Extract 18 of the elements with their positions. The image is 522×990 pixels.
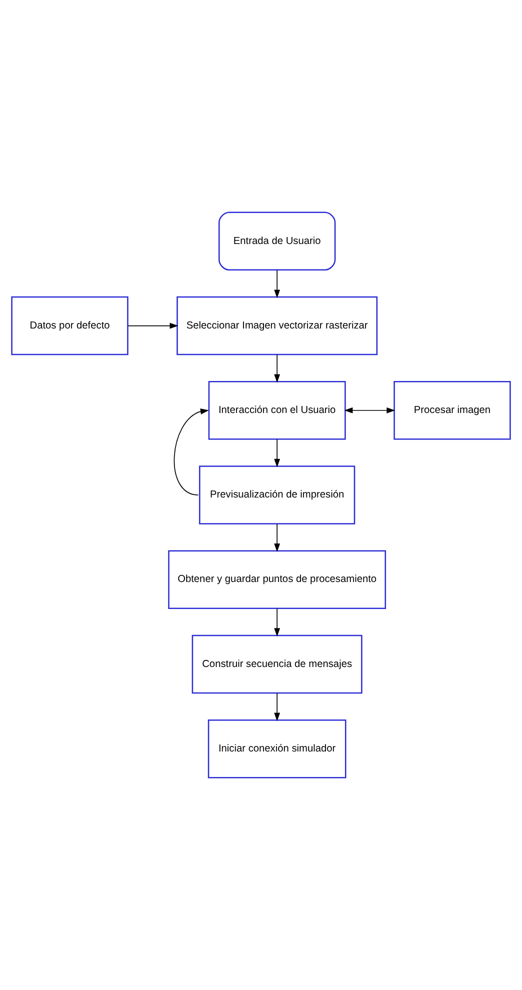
node-box: Obtener y guardar puntos de procesamiento — [168, 550, 386, 610]
node-box: Datos por defecto — [11, 296, 128, 356]
node-box: Entrada de Usuario — [218, 212, 336, 271]
arrow — [274, 354, 280, 383]
arrow — [174, 408, 209, 496]
arrow — [274, 524, 280, 552]
node-box: Previsualización de impresión — [199, 466, 356, 524]
node-box: Procesar imagen — [394, 380, 511, 440]
node-box: Seleccionar Imagen vectorizar rasterizar — [176, 296, 378, 356]
node-box: Iniciar conexión simulador — [208, 719, 346, 778]
arrow — [274, 270, 280, 298]
node-box: Construir secuencia de mensajes — [192, 634, 362, 694]
arrow — [274, 608, 280, 637]
arrow — [274, 692, 280, 722]
arrow — [128, 322, 178, 329]
arrow — [344, 407, 396, 414]
arrow — [274, 438, 280, 468]
node-box: Interacción con el Usuario — [208, 380, 346, 440]
